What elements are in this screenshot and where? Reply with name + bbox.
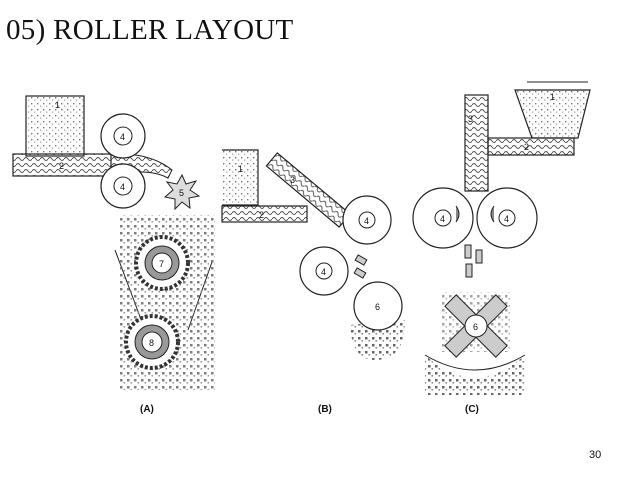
cutter-b	[353, 281, 403, 331]
panel-b: 1 2 3 4 4 6 (B)	[221, 149, 405, 415]
label-a-8: 8	[149, 338, 154, 348]
label-c-1: 1	[550, 92, 555, 102]
label-a-7: 7	[159, 259, 164, 269]
label-c-6: 6	[473, 322, 478, 332]
label-c-3: 3	[468, 114, 473, 124]
label-b-4-upper: 4	[364, 216, 369, 226]
cross-cutter-c	[444, 294, 508, 358]
label-b-1: 1	[238, 164, 243, 174]
hopper-c	[514, 89, 591, 139]
roller-b-lower	[299, 246, 349, 296]
roller-a-bottom	[100, 163, 146, 209]
caption-a: (A)	[140, 404, 154, 415]
caption-b: (B)	[318, 404, 332, 415]
label-a-5: 5	[179, 188, 184, 198]
label-b-6: 6	[375, 302, 380, 312]
label-c-4-left: 4	[440, 214, 445, 224]
caption-c: (C)	[465, 404, 479, 415]
slide-title: 05) ROLLER LAYOUT	[6, 14, 294, 46]
page-number: 30	[589, 449, 602, 461]
hopper-a	[25, 95, 85, 157]
panel-c: 1 2 3 4 4 6 (C)	[412, 81, 591, 415]
roller-a-top	[100, 113, 146, 159]
label-b-4-lower: 4	[321, 267, 326, 277]
roller-b-upper	[342, 195, 392, 245]
label-a-2: 2	[59, 161, 64, 171]
conveyor-b	[221, 205, 308, 223]
conveyor-c	[487, 137, 575, 156]
label-a-4-bottom: 4	[120, 182, 125, 192]
vertical-conveyor-c	[464, 94, 489, 192]
star-cutter-a	[163, 173, 201, 211]
panel-a: 1 2 4 4 5 7 8 (A)	[12, 95, 215, 415]
roller-c-right	[476, 187, 538, 249]
label-a-4-top: 4	[120, 132, 125, 142]
label-a-1: 1	[55, 100, 60, 110]
label-b-2: 2	[259, 210, 264, 220]
label-c-4-right: 4	[504, 214, 509, 224]
label-b-3: 3	[290, 175, 295, 185]
hopper-b	[222, 149, 259, 206]
label-c-2: 2	[524, 142, 529, 152]
roller-c-left	[412, 187, 474, 249]
